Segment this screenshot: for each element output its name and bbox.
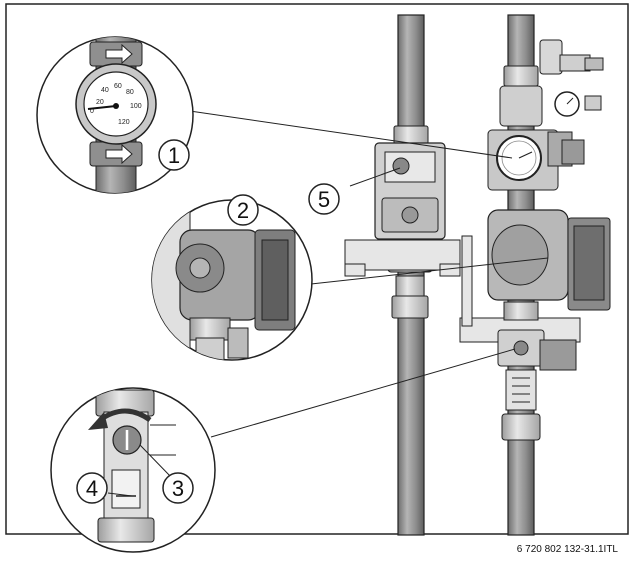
dial-mark: 60 <box>114 83 122 90</box>
callout-2: 2 <box>237 198 249 223</box>
left-pipe <box>397 14 425 536</box>
valve-knob <box>392 157 410 175</box>
callout-5: 5 <box>318 187 330 212</box>
flow-arrow-icon <box>105 43 133 65</box>
callout-5-circle <box>308 183 340 215</box>
dial-mark: 0 <box>90 108 94 115</box>
detail-thermometer: 20 40 60 80 100 120 0 1 <box>36 36 194 194</box>
callout-3-circle <box>162 472 194 504</box>
detail-shutoff-valve: 3 4 <box>50 387 216 553</box>
dial-mark: 20 <box>96 99 104 106</box>
callout-1: 1 <box>168 143 180 168</box>
figure-code: 6 720 802 132-31.1ITL <box>517 544 619 555</box>
figure-border <box>5 3 629 535</box>
callout-1-circle <box>158 139 190 171</box>
dial-mark: 100 <box>130 103 142 110</box>
leader-5 <box>349 167 401 187</box>
dial-mark: 120 <box>118 119 130 126</box>
rotate-arrow-icon <box>88 412 108 430</box>
detail-pump: 2 <box>151 194 313 361</box>
dial-mark: 80 <box>126 89 134 96</box>
leader-3 <box>210 348 516 438</box>
callout-4: 4 <box>86 476 98 501</box>
callout-3: 3 <box>172 476 184 501</box>
leader-1 <box>182 109 513 159</box>
flow-arrow-icon <box>105 143 133 165</box>
dial-mark: 40 <box>101 87 109 94</box>
leader-lines <box>182 109 549 438</box>
flow-indicator-window <box>111 469 141 509</box>
dial-needle <box>87 105 117 110</box>
pump-assembly <box>344 14 611 536</box>
callout-4-circle <box>76 472 108 504</box>
callout-2-circle <box>227 194 259 226</box>
leader-2 <box>310 257 549 285</box>
